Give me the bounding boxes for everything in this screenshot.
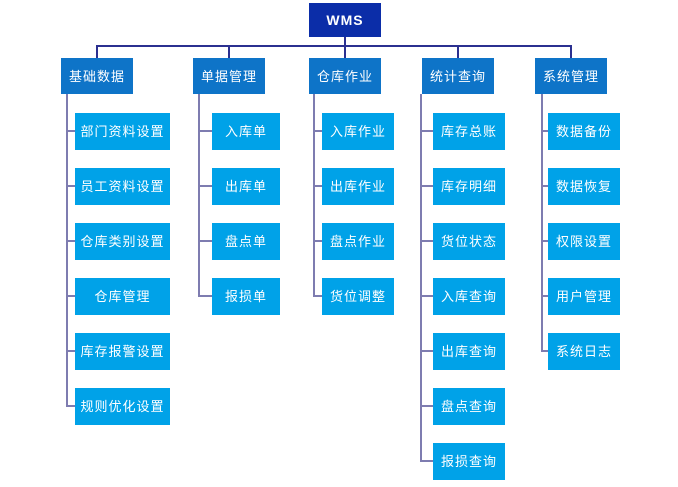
connector-stub-warehouse-operations: [344, 45, 346, 58]
connector-elbow: [66, 405, 75, 407]
node-stocktake-operation: 盘点作业: [322, 223, 394, 260]
node-basic-data: 基础数据: [61, 58, 133, 94]
node-outbound-query: 出库查询: [433, 333, 505, 370]
node-stocktake-order: 盘点单: [212, 223, 280, 260]
connector-elbow: [541, 185, 548, 187]
connector-elbow: [66, 185, 75, 187]
connector-elbow: [313, 240, 322, 242]
node-data-backup: 数据备份: [548, 113, 620, 150]
connector-root-stub: [344, 37, 346, 46]
connector-elbow: [198, 295, 212, 297]
connector-top-hline: [96, 45, 572, 47]
node-location-status: 货位状态: [433, 223, 505, 260]
node-permission-settings: 权限设置: [548, 223, 620, 260]
node-outbound-order: 出库单: [212, 168, 280, 205]
connector-elbow: [420, 350, 433, 352]
connector-elbow: [541, 350, 548, 352]
connector-stub-document-management: [228, 45, 230, 58]
node-dept-profile-settings: 部门资料设置: [75, 113, 170, 150]
connector-elbow: [313, 130, 322, 132]
node-stock-ledger: 库存总账: [433, 113, 505, 150]
node-stock-alert-settings: 库存报警设置: [75, 333, 170, 370]
connector-elbow: [420, 185, 433, 187]
node-damage-query: 报损查询: [433, 443, 505, 480]
node-inbound-operation: 入库作业: [322, 113, 394, 150]
node-stock-detail: 库存明细: [433, 168, 505, 205]
connector-elbow: [313, 185, 322, 187]
connector-elbow: [66, 240, 75, 242]
node-system-log: 系统日志: [548, 333, 620, 370]
connector-col-document-management: [198, 94, 200, 297]
node-wms-root: WMS: [309, 3, 381, 37]
node-system-management: 系统管理: [535, 58, 607, 94]
node-user-management: 用户管理: [548, 278, 620, 315]
node-inbound-query: 入库查询: [433, 278, 505, 315]
node-outbound-operation: 出库作业: [322, 168, 394, 205]
node-document-management: 单据管理: [193, 58, 265, 94]
connector-elbow: [66, 295, 75, 297]
node-stocktake-query: 盘点查询: [433, 388, 505, 425]
node-damage-order: 报损单: [212, 278, 280, 315]
connector-col-system-management: [541, 94, 543, 352]
node-employee-profile-settings: 员工资料设置: [75, 168, 170, 205]
connector-elbow: [420, 130, 433, 132]
connector-stub-basic-data: [96, 45, 98, 58]
node-warehouse-operations: 仓库作业: [309, 58, 381, 94]
connector-elbow: [541, 240, 548, 242]
connector-elbow: [66, 350, 75, 352]
connector-elbow: [420, 460, 433, 462]
connector-elbow: [541, 295, 548, 297]
connector-elbow: [66, 130, 75, 132]
connector-elbow: [541, 130, 548, 132]
connector-elbow: [420, 240, 433, 242]
node-inbound-order: 入库单: [212, 113, 280, 150]
connector-elbow: [198, 130, 212, 132]
node-data-restore: 数据恢复: [548, 168, 620, 205]
node-warehouse-category-settings: 仓库类别设置: [75, 223, 170, 260]
node-rule-optimization-settings: 规则优化设置: [75, 388, 170, 425]
connector-elbow: [420, 295, 433, 297]
connector-stub-statistics-query: [457, 45, 459, 58]
connector-col-basic-data: [66, 94, 68, 407]
node-statistics-query: 统计查询: [422, 58, 494, 94]
connector-elbow: [198, 185, 212, 187]
connector-col-statistics-query: [420, 94, 422, 462]
connector-elbow: [313, 295, 322, 297]
node-location-adjustment: 货位调整: [322, 278, 394, 315]
connector-stub-system-management: [570, 45, 572, 58]
connector-elbow: [420, 405, 433, 407]
connector-elbow: [198, 240, 212, 242]
node-warehouse-management: 仓库管理: [75, 278, 170, 315]
connector-col-warehouse-operations: [313, 94, 315, 297]
